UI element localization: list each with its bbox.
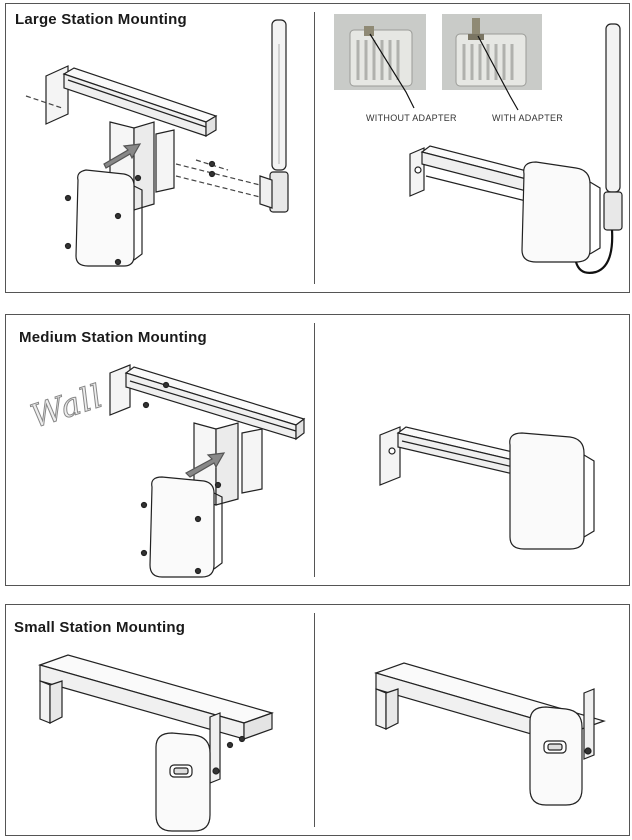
small-station-title: Small Station Mounting xyxy=(14,619,186,636)
small-assembled-diagram xyxy=(374,662,606,806)
photo-with-adapter xyxy=(442,14,542,90)
caption-with-adapter: WITH ADAPTER xyxy=(492,113,564,123)
medium-exploded-diagram xyxy=(109,364,306,578)
panel-divider xyxy=(314,323,315,577)
panel-divider xyxy=(314,12,315,284)
large-station-panel: Large Station Mounting xyxy=(5,3,630,293)
medium-station-title: Medium Station Mounting xyxy=(19,329,207,346)
large-station-title: Large Station Mounting xyxy=(15,11,187,28)
small-station-panel: Small Station Mounting xyxy=(5,604,630,836)
medium-assembled-diagram xyxy=(379,426,595,550)
caption-without-adapter: WITHOUT ADAPTER xyxy=(366,113,457,123)
photo-without-adapter xyxy=(334,14,426,90)
large-exploded-diagram xyxy=(25,19,289,267)
large-assembled-diagram xyxy=(334,14,623,274)
medium-station-panel: Medium Station Mounting Wall xyxy=(5,314,630,586)
small-exploded-diagram xyxy=(38,654,274,832)
panel-divider xyxy=(314,613,315,827)
